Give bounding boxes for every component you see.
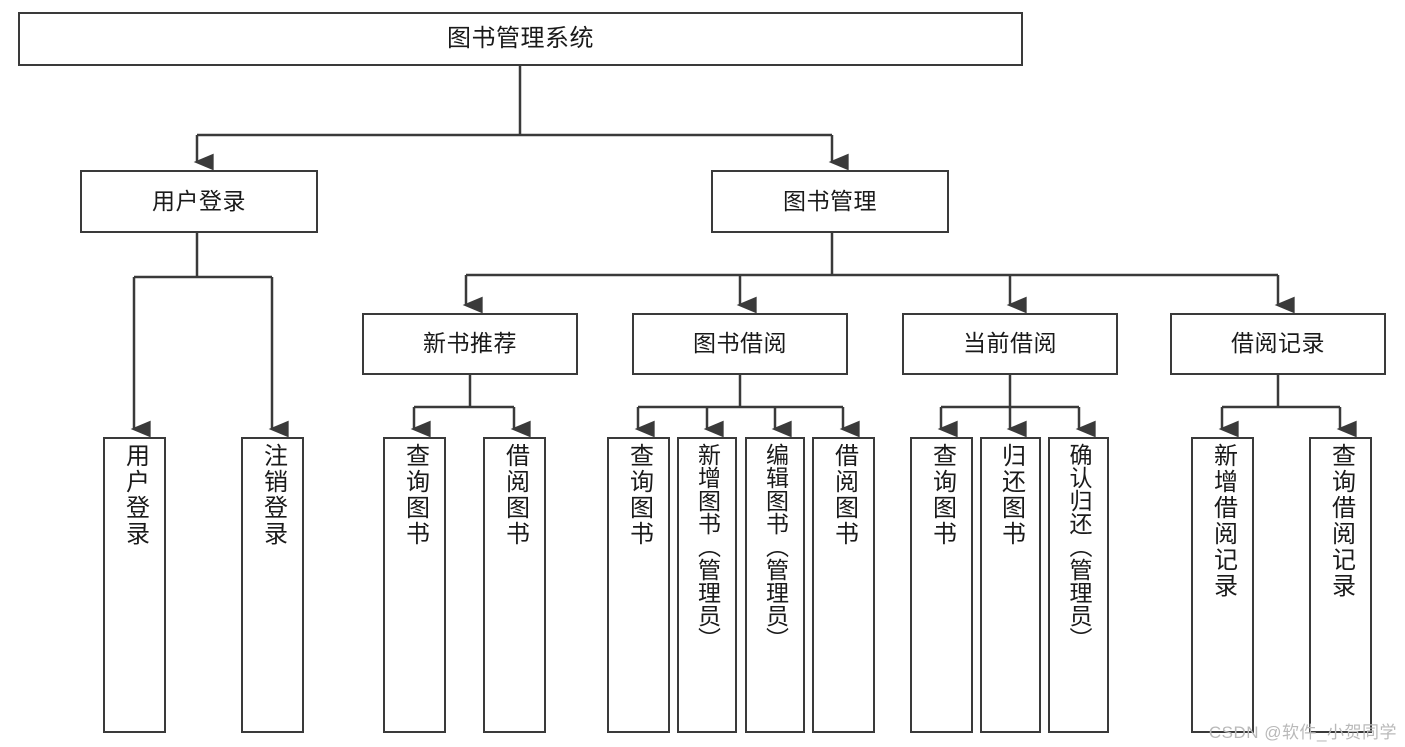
node-leaf-confirm-return-label: 确认归还（管理员） — [1066, 443, 1092, 650]
node-leaf-add-record[interactable]: 新增借阅记录 — [1191, 437, 1254, 733]
node-book-borrow-label: 图书借阅 — [693, 330, 787, 357]
watermark-text: CSDN @软件_小贺同学 — [1208, 723, 1397, 742]
node-leaf-confirm-return[interactable]: 确认归还（管理员） — [1048, 437, 1109, 733]
node-new-book-recommend-label: 新书推荐 — [423, 330, 517, 357]
node-borrow-record-label: 借阅记录 — [1231, 330, 1325, 357]
node-book-borrow[interactable]: 图书借阅 — [632, 313, 848, 375]
node-leaf-logout[interactable]: 注销登录 — [241, 437, 304, 733]
node-root-label: 图书管理系统 — [447, 24, 594, 52]
node-leaf-user-login-label: 用户登录 — [121, 443, 149, 547]
node-new-book-recommend[interactable]: 新书推荐 — [362, 313, 578, 375]
node-leaf-borrow-book-1-label: 借阅图书 — [501, 443, 529, 547]
node-leaf-edit-book-label: 编辑图书（管理员） — [762, 443, 789, 650]
node-leaf-query-book-3-label: 查询图书 — [928, 443, 956, 547]
node-leaf-return-book[interactable]: 归还图书 — [980, 437, 1041, 733]
node-leaf-add-record-label: 新增借阅记录 — [1209, 443, 1237, 599]
node-leaf-add-book-label: 新增图书（管理员） — [694, 443, 721, 650]
node-book-manage[interactable]: 图书管理 — [711, 170, 949, 233]
node-leaf-query-book-1-label: 查询图书 — [401, 443, 429, 547]
node-leaf-logout-label: 注销登录 — [259, 443, 287, 547]
node-leaf-user-login[interactable]: 用户登录 — [103, 437, 166, 733]
node-leaf-query-book-2[interactable]: 查询图书 — [607, 437, 670, 733]
node-leaf-query-book-2-label: 查询图书 — [625, 443, 653, 547]
node-leaf-borrow-book-1[interactable]: 借阅图书 — [483, 437, 546, 733]
node-current-borrow[interactable]: 当前借阅 — [902, 313, 1118, 375]
node-user-login-label: 用户登录 — [152, 187, 246, 214]
node-borrow-record[interactable]: 借阅记录 — [1170, 313, 1386, 375]
node-leaf-query-book-1[interactable]: 查询图书 — [383, 437, 446, 733]
node-leaf-add-book[interactable]: 新增图书（管理员） — [677, 437, 737, 733]
node-root[interactable]: 图书管理系统 — [18, 12, 1023, 66]
node-leaf-return-book-label: 归还图书 — [997, 443, 1025, 547]
node-leaf-borrow-book-2[interactable]: 借阅图书 — [812, 437, 875, 733]
node-leaf-borrow-book-2-label: 借阅图书 — [830, 443, 858, 547]
node-leaf-query-book-3[interactable]: 查询图书 — [910, 437, 973, 733]
node-current-borrow-label: 当前借阅 — [963, 330, 1057, 357]
node-leaf-query-record-label: 查询借阅记录 — [1327, 443, 1355, 599]
node-user-login[interactable]: 用户登录 — [80, 170, 318, 233]
node-leaf-query-record[interactable]: 查询借阅记录 — [1309, 437, 1372, 733]
node-leaf-edit-book[interactable]: 编辑图书（管理员） — [745, 437, 805, 733]
node-book-manage-label: 图书管理 — [783, 187, 877, 214]
